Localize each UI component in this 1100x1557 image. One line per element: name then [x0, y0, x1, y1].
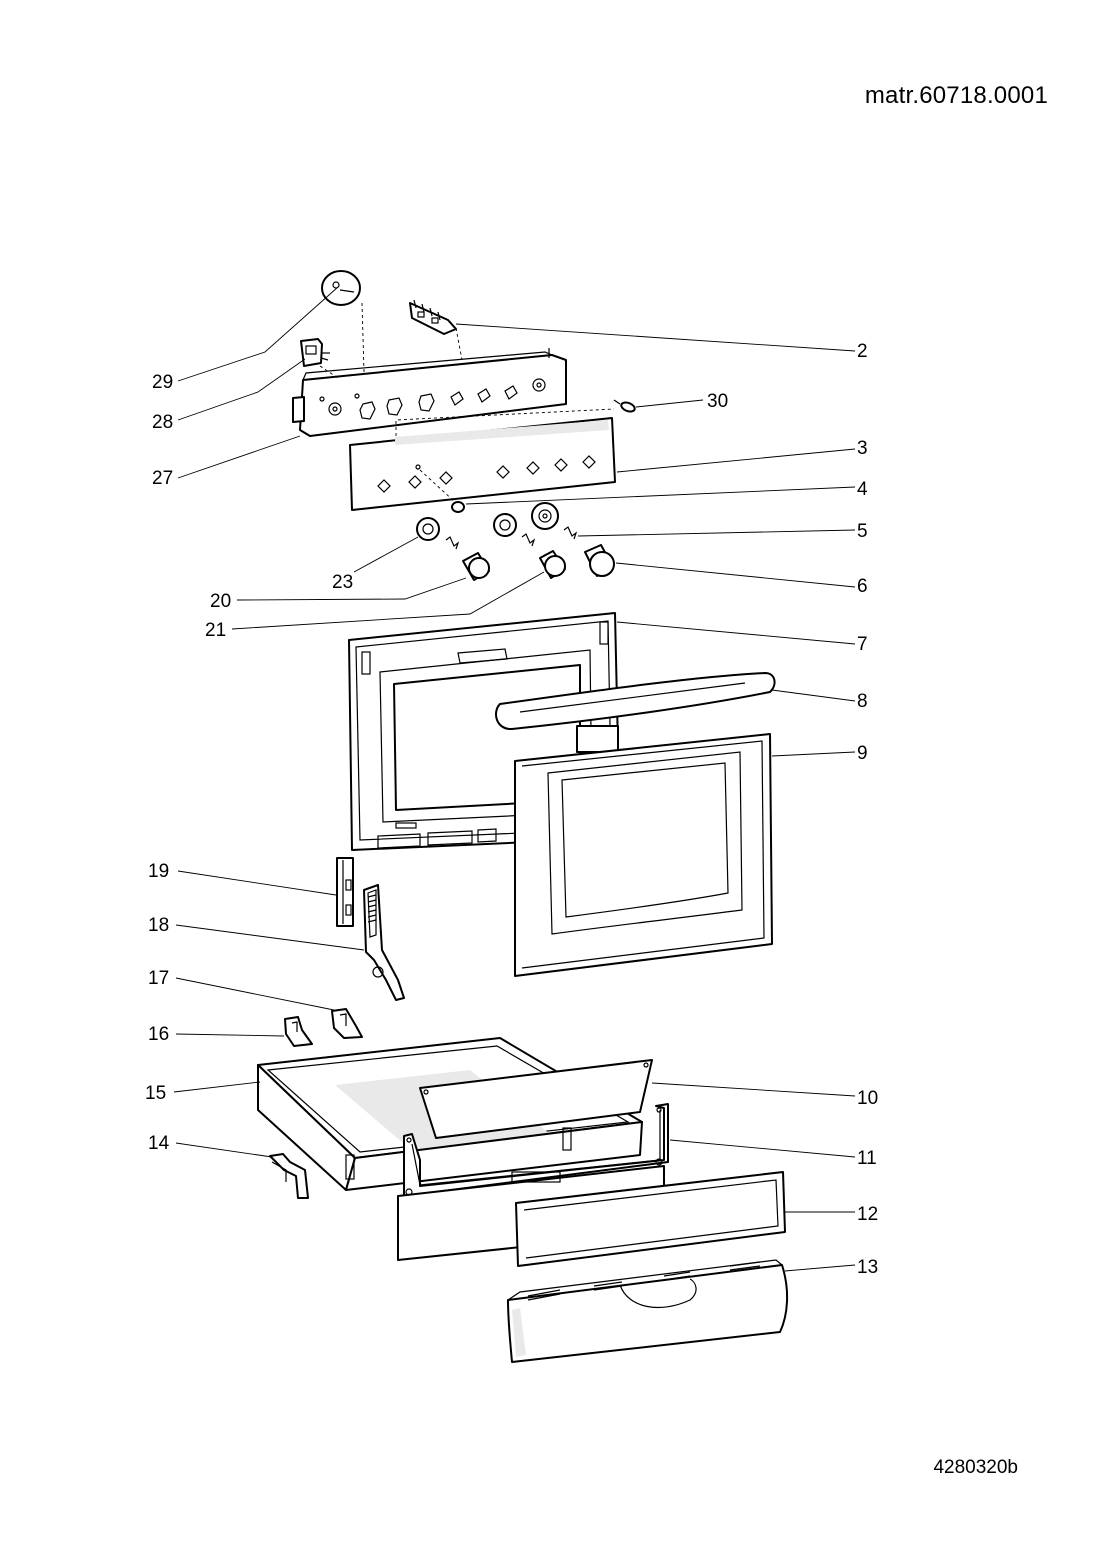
- callout-19: 19: [148, 861, 169, 882]
- control-knob-right: [584, 544, 615, 577]
- hinge-bracket-small: [331, 1008, 363, 1039]
- callout-11: 11: [857, 1148, 877, 1169]
- callout-20: 20: [210, 591, 231, 612]
- drawer-bracket-part: [284, 1016, 313, 1047]
- callout-16: 16: [148, 1024, 169, 1045]
- callout-12: 12: [857, 1204, 878, 1225]
- callout-27: 27: [152, 468, 173, 489]
- door-outer-glass: [514, 733, 773, 977]
- drawer-runner-part: [269, 1153, 309, 1199]
- callout-10: 10: [857, 1088, 878, 1109]
- callout-28: 28: [152, 412, 173, 433]
- callout-18: 18: [148, 915, 169, 936]
- callout-14: 14: [148, 1133, 170, 1154]
- knob-bushing-middle: [493, 513, 517, 537]
- callout-15: 15: [145, 1083, 166, 1104]
- leader-lines: [173, 286, 856, 1272]
- callout-7: 7: [857, 634, 868, 655]
- callout-9: 9: [857, 743, 868, 764]
- callout-29: 29: [152, 372, 173, 393]
- callout-5: 5: [857, 521, 868, 542]
- callout-3: 3: [857, 438, 868, 459]
- callout-23: 23: [332, 572, 353, 593]
- fascia-panel: [349, 417, 616, 511]
- control-knob-left: [462, 552, 490, 581]
- callout-17: 17: [148, 968, 169, 989]
- drawing-code: 4280320b: [933, 1457, 1018, 1478]
- door-handle-part: [495, 672, 776, 753]
- callout-13: 13: [857, 1257, 878, 1278]
- callout-6: 6: [857, 576, 868, 597]
- callout-8: 8: [857, 691, 868, 712]
- callout-21: 21: [205, 620, 226, 641]
- drawer-front-cover-part: [507, 1259, 789, 1363]
- callout-30: 30: [707, 391, 728, 412]
- terminal-block-part: [409, 299, 457, 335]
- door-hinge-part: [363, 884, 405, 1001]
- switch-part: [300, 338, 330, 367]
- knob-bushing-left: [416, 517, 440, 541]
- hinge-guide-part: [336, 857, 354, 927]
- thermostat-bulb-part: [613, 399, 636, 413]
- control-knob-middle: [539, 550, 566, 579]
- callout-2: 2: [857, 341, 868, 362]
- thermostat-knob-part: [321, 270, 361, 306]
- control-panel-frame: [292, 348, 567, 437]
- indicator-lens-part: [451, 501, 465, 513]
- drawer-back-panel-part: [419, 1059, 653, 1139]
- drawer-glass-part: [515, 1171, 786, 1267]
- knob-spring-parts: [445, 526, 578, 550]
- callout-numbers: 2 30 3 4 5 6 7 8 9 10 11 12 13 29 28 27 …: [145, 341, 878, 1278]
- document-reference: matr.60718.0001: [864, 82, 1048, 109]
- knob-bushing-right: [531, 502, 559, 530]
- callout-4: 4: [857, 479, 868, 500]
